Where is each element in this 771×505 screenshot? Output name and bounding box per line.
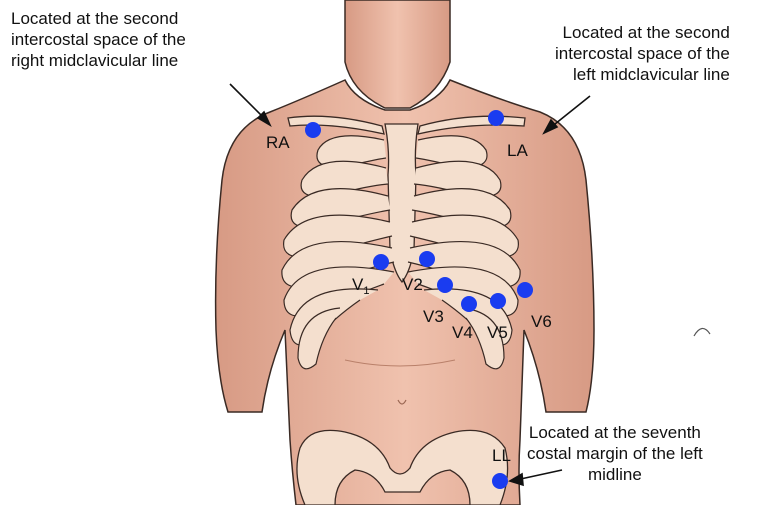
- label-ll: LL: [492, 446, 511, 465]
- label-la: LA: [507, 141, 528, 160]
- la-arrow: [550, 96, 590, 128]
- electrode-la: [488, 110, 504, 126]
- label-v1-sub: 1: [363, 285, 369, 297]
- la-annotation-line: Located at the second: [555, 22, 730, 43]
- label-v5: V5: [487, 323, 508, 342]
- label-v4: V4: [452, 323, 473, 342]
- electrode-v1: [373, 254, 389, 270]
- ll-annotation: Located at the seventh costal margin of …: [527, 422, 703, 485]
- ra-annotation-line: Located at the second: [11, 8, 186, 29]
- electrode-v6: [517, 282, 533, 298]
- ra-annotation: Located at the second intercostal space …: [11, 8, 186, 71]
- small-mark: [694, 328, 710, 336]
- la-annotation-line: intercostal space of the: [555, 43, 730, 64]
- electrode-v2: [419, 251, 435, 267]
- label-v1-main: V: [352, 275, 364, 294]
- electrode-v4: [461, 296, 477, 312]
- label-v2: V2: [402, 275, 423, 294]
- ra-annotation-line: right midclavicular line: [11, 50, 186, 71]
- electrode-ll: [492, 473, 508, 489]
- ll-annotation-line: midline: [527, 464, 703, 485]
- electrode-ra: [305, 122, 321, 138]
- electrode-v5: [490, 293, 506, 309]
- neck: [345, 0, 450, 108]
- ll-annotation-line: costal margin of the left: [527, 443, 703, 464]
- la-annotation: Located at the second intercostal space …: [555, 22, 730, 85]
- ra-annotation-line: intercostal space of the: [11, 29, 186, 50]
- electrode-v3: [437, 277, 453, 293]
- label-ra: RA: [266, 133, 290, 152]
- ll-annotation-line: Located at the seventh: [527, 422, 703, 443]
- la-annotation-line: left midclavicular line: [555, 64, 730, 85]
- label-v3: V3: [423, 307, 444, 326]
- label-v6: V6: [531, 312, 552, 331]
